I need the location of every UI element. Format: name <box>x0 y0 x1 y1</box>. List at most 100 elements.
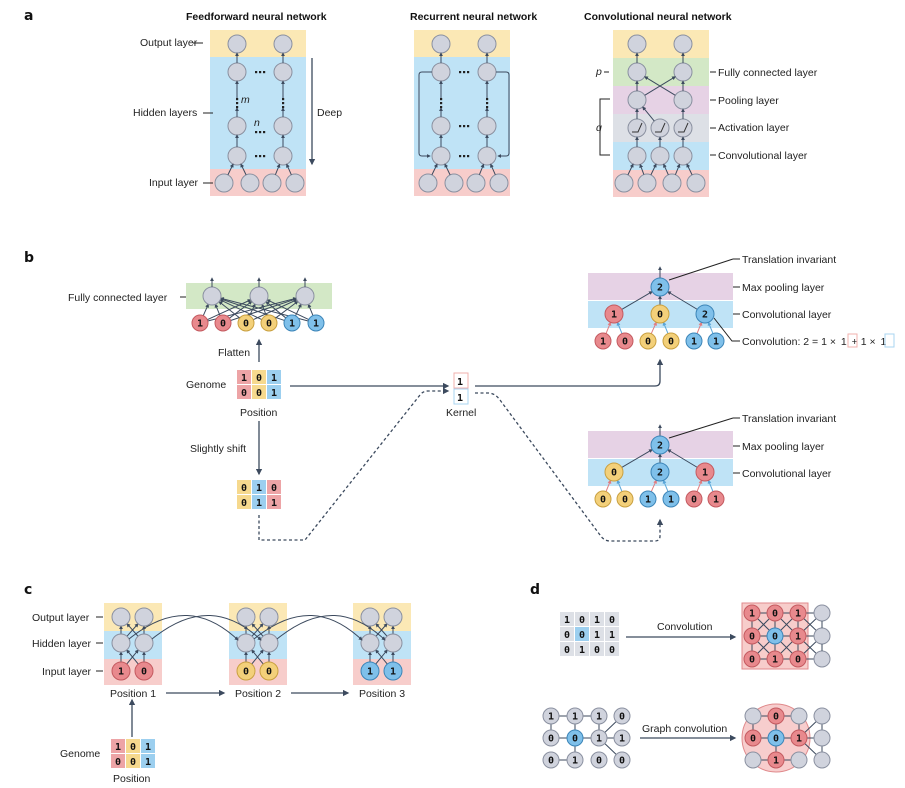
hidden-node <box>111 633 131 653</box>
p-label: p <box>595 66 602 78</box>
output-node <box>259 607 279 627</box>
flattened-input-node <box>283 314 301 332</box>
grid-cell <box>605 627 619 641</box>
recurrent-network: Recurrent neural network <box>410 11 537 196</box>
connection-arrow <box>674 163 681 175</box>
connection-arrow <box>642 106 655 122</box>
fc-node <box>627 62 647 82</box>
grid-value: 0 <box>241 498 247 509</box>
input-node <box>111 661 131 681</box>
connection-arrow <box>219 299 262 321</box>
input-node <box>637 173 657 193</box>
node-value: 2 <box>657 441 663 452</box>
graph-node <box>790 751 808 769</box>
flatten-label: Flatten <box>218 347 250 359</box>
hidden-node <box>227 146 247 166</box>
grid-cell <box>126 739 140 753</box>
input-node <box>236 661 256 681</box>
translation-invariant-label: Translation invariant <box>742 254 836 266</box>
graph-node <box>542 729 560 747</box>
connection-arrow <box>214 303 221 316</box>
panel-d-letter: d <box>530 582 540 598</box>
node-value: 2 <box>702 310 708 321</box>
connection-arrow <box>275 300 299 319</box>
input-node <box>707 490 725 508</box>
grid-value: 1 <box>271 388 277 399</box>
grid-cell <box>126 754 140 768</box>
flattened-input-node <box>307 314 325 332</box>
conv-node <box>766 650 784 668</box>
node-value: 1 <box>796 734 802 745</box>
input-node <box>639 490 657 508</box>
grid-cell <box>267 370 281 384</box>
grid-value: 0 <box>130 757 136 768</box>
graph-node <box>744 707 762 725</box>
ellipsis <box>259 131 262 134</box>
input-node <box>614 173 634 193</box>
input-node <box>662 173 682 193</box>
grid-value: 1 <box>594 630 600 641</box>
connection-arrow <box>266 299 309 321</box>
connection-arrow <box>707 479 714 492</box>
node-value: 0 <box>600 495 606 506</box>
node-value: 1 <box>572 712 578 723</box>
ellipsis <box>463 71 466 74</box>
node-value: 1 <box>118 667 124 678</box>
input-node <box>444 173 464 193</box>
connection-arrow <box>696 479 703 492</box>
graph-node <box>790 707 808 725</box>
conv-node <box>695 304 715 324</box>
pool-node <box>627 90 647 110</box>
grid-value: 0 <box>564 645 570 656</box>
panel-c-letter: c <box>24 582 32 598</box>
grid-value: 0 <box>241 483 247 494</box>
output-node <box>111 607 131 627</box>
conv-node <box>627 146 647 166</box>
conv-node <box>743 604 761 622</box>
output-node <box>813 604 831 622</box>
grid-value: 0 <box>579 630 585 641</box>
connection-arrow <box>605 321 612 334</box>
max-pool-node <box>650 435 670 455</box>
output-node <box>383 607 403 627</box>
translation-invariant-pointer <box>668 258 734 281</box>
grid-cell <box>141 754 155 768</box>
conv-layer-label: Convolutional layer <box>742 309 832 321</box>
output-layer-label: Output layer <box>140 37 198 49</box>
connection-arrow <box>227 163 234 176</box>
kernel-to-top-conv-arrow <box>475 358 664 387</box>
grid-value: 0 <box>564 630 570 641</box>
conv-node <box>766 627 784 645</box>
connection-arrow <box>650 321 657 334</box>
node-value: 1 <box>702 468 708 479</box>
connection-arrow <box>616 321 623 334</box>
connection-arrow <box>686 163 693 176</box>
grid-value: 1 <box>256 498 262 509</box>
graph-node <box>566 751 584 769</box>
output-node <box>134 607 154 627</box>
ellipsis <box>440 106 443 109</box>
node-value: 1 <box>773 756 779 767</box>
kernel-highlight-red <box>847 333 858 348</box>
kernel-to-bottom-conv-arrow <box>475 392 664 542</box>
kernel-label: Kernel <box>446 407 476 419</box>
connection-arrow <box>202 303 209 316</box>
grid-value: 0 <box>130 742 136 753</box>
output-node <box>360 607 380 627</box>
graph-node <box>790 729 808 747</box>
node-value: 0 <box>266 319 272 330</box>
grid-cell <box>237 480 251 494</box>
grid-cell <box>605 612 619 626</box>
node-value: 0 <box>141 667 147 678</box>
activation-layer-label: Activation layer <box>718 122 790 134</box>
graph-node <box>590 751 608 769</box>
node-value: 0 <box>572 734 578 745</box>
connection-arrow <box>667 291 698 310</box>
node-value: 1 <box>668 495 674 506</box>
hidden-node <box>259 633 279 653</box>
node-value: 0 <box>772 632 778 643</box>
grid-cell <box>111 739 125 753</box>
conv-node <box>766 604 784 622</box>
node-value: 2 <box>657 283 663 294</box>
position-label: Position 3 <box>359 688 405 700</box>
